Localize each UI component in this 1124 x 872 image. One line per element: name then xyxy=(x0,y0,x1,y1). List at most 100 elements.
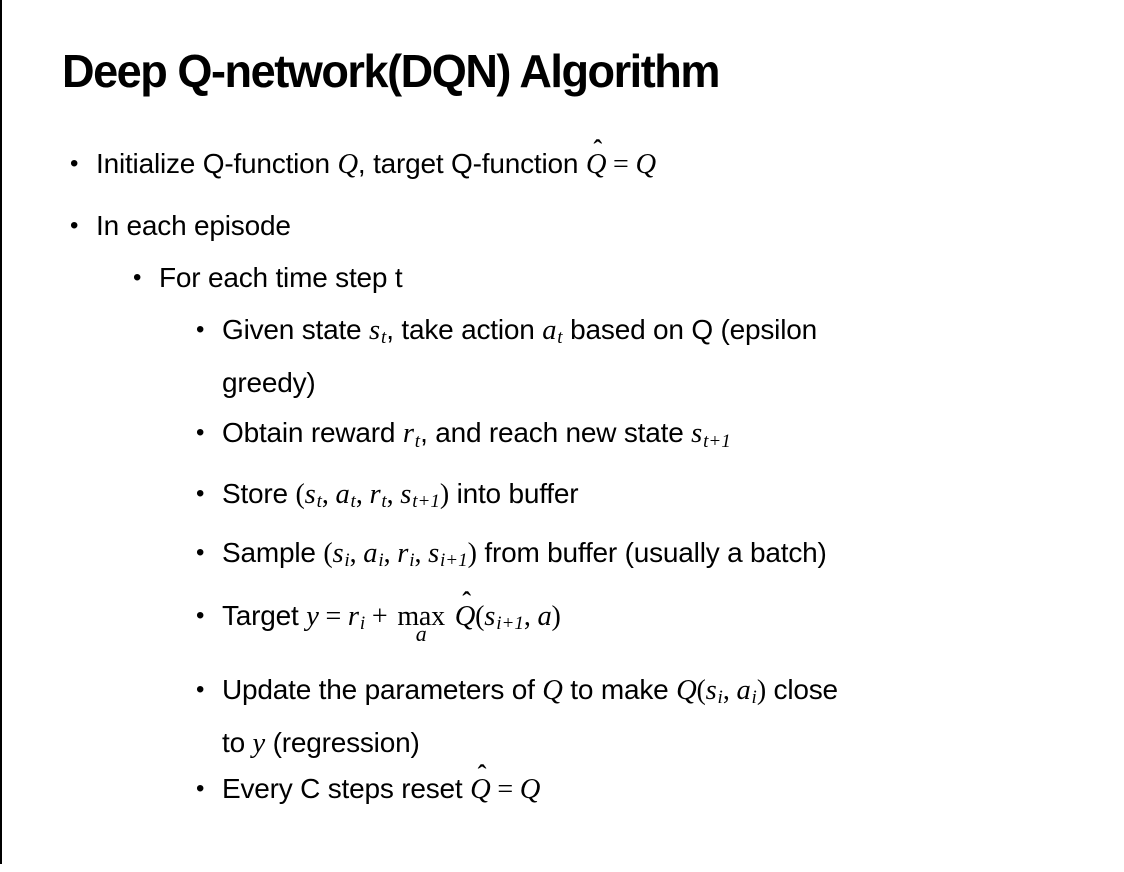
math-variable: Q xyxy=(454,600,476,632)
bullet-line: Given state st, take action at based on … xyxy=(222,307,817,360)
bullet-text: Update the parameters of Q to make Q(si,… xyxy=(222,667,838,766)
math-variable: Q xyxy=(676,675,697,707)
math-variable: s xyxy=(705,675,717,707)
math-symbol xyxy=(448,601,455,632)
math-variable: y xyxy=(306,600,319,632)
math-subscript: t+1 xyxy=(703,430,731,452)
bullet-icon: • xyxy=(70,212,79,240)
bullet-line: to y (regression) xyxy=(222,720,838,766)
bullet-text: Obtain reward rt, and reach new state st… xyxy=(222,410,731,463)
bullet-list: •Initialize Q-function Q, target Q-funct… xyxy=(0,136,1124,812)
text-run: into buffer xyxy=(448,477,579,509)
math-variable: Q xyxy=(470,774,491,806)
bullet-line: For each time step t xyxy=(159,255,403,300)
math-variable: Q xyxy=(519,774,541,806)
math-variable: r xyxy=(402,418,414,450)
bullet-text: In each episode xyxy=(96,203,291,248)
math-variable: r xyxy=(397,537,409,569)
math-variable: r xyxy=(369,478,381,510)
math-subscript: i xyxy=(717,687,723,709)
math-subscript: i xyxy=(751,687,757,709)
text-run: Target xyxy=(222,599,307,631)
math-variable: a xyxy=(363,537,378,569)
text-run: based on Q (epsilon xyxy=(562,314,817,346)
math-symbol: ( xyxy=(323,537,333,569)
text-run: to xyxy=(222,727,253,759)
math-symbol: = xyxy=(490,774,520,806)
text-run: Initialize Q-function xyxy=(96,148,338,180)
math-variable: a xyxy=(537,600,552,632)
bullet-icon: • xyxy=(196,538,205,566)
math-symbol: , xyxy=(414,537,429,569)
math-symbol: , xyxy=(349,537,364,569)
math-variable: a xyxy=(736,675,751,707)
hat-accent: ˆ xyxy=(462,586,471,617)
bullet-item: • Store (st, at, rt, st+1) into buffer xyxy=(196,471,1124,524)
math-subscript: t xyxy=(316,490,322,512)
bullet-line: Update the parameters of Q to make Q(si,… xyxy=(222,667,838,720)
math-subscript: i+1 xyxy=(496,613,524,635)
math-subscript: t xyxy=(380,327,387,349)
bullet-icon: • xyxy=(196,676,205,704)
math-variable: r xyxy=(347,600,359,632)
bullet-item: • For each time step t xyxy=(133,255,1124,300)
math-symbol: ( xyxy=(475,600,485,632)
math-variable: s xyxy=(304,478,316,510)
bullet-line: greedy) xyxy=(222,360,817,405)
math-symbol: ) xyxy=(551,600,561,632)
math-symbol: = xyxy=(606,149,636,181)
slide-title: Deep Q-network(DQN) Algorithm xyxy=(62,45,720,97)
bullet-item: •Obtain reward rt, and reach new state s… xyxy=(196,410,1124,463)
text-run: Sample xyxy=(222,536,324,568)
text-run: , take action xyxy=(386,314,543,346)
bullet-icon: • xyxy=(196,479,205,507)
bullet-line: Obtain reward rt, and reach new state st… xyxy=(222,410,731,463)
text-run: Store xyxy=(222,477,296,509)
math-symbol: , xyxy=(523,600,538,632)
text-run: In each episode xyxy=(96,210,291,242)
slide-left-border xyxy=(0,0,2,864)
hat-accent: ˆ xyxy=(593,134,602,165)
math-symbol: , xyxy=(383,537,398,569)
text-run: (regression) xyxy=(265,727,420,759)
bullet-icon: • xyxy=(196,601,205,629)
math-subscript: i xyxy=(409,549,415,571)
operator-name: max xyxy=(397,600,445,632)
math-symbol: , xyxy=(321,478,336,510)
text-run: , target Q-function xyxy=(357,148,586,180)
math-subscript: i xyxy=(344,549,350,571)
bullet-line: Store (st, at, rt, st+1) into buffer xyxy=(222,471,579,524)
math-variable: s xyxy=(400,478,412,510)
math-subscript: t xyxy=(557,327,563,349)
math-variable: Q xyxy=(337,149,359,181)
math-variable: Q xyxy=(542,675,563,707)
text-run: close xyxy=(765,674,839,706)
math-variable: Q xyxy=(635,149,656,181)
bullet-text: Given state st, take action at based on … xyxy=(222,307,817,405)
text-run: Obtain reward xyxy=(222,417,403,449)
bullet-icon: • xyxy=(133,264,142,292)
math-subscript: t xyxy=(350,490,356,512)
math-variable: s xyxy=(691,418,703,450)
bullet-item: • Given state st, take action at based on… xyxy=(196,307,1124,405)
bullet-text: Store (st, at, rt, st+1) into buffer xyxy=(222,471,579,524)
math-variable: Q xyxy=(585,149,607,181)
bullet-icon: • xyxy=(196,775,205,803)
math-variable: y xyxy=(252,728,266,760)
bullet-icon: • xyxy=(196,316,205,344)
text-run: Update the parameters of xyxy=(222,674,543,706)
text-run: , and reach new state xyxy=(420,417,692,449)
math-symbol: = xyxy=(318,600,348,632)
math-symbol: ) xyxy=(467,537,477,569)
math-symbol: , xyxy=(355,478,370,510)
math-subscript: i xyxy=(359,613,366,635)
bullet-text: Initialize Q-function Q, target Q-functi… xyxy=(96,136,656,187)
